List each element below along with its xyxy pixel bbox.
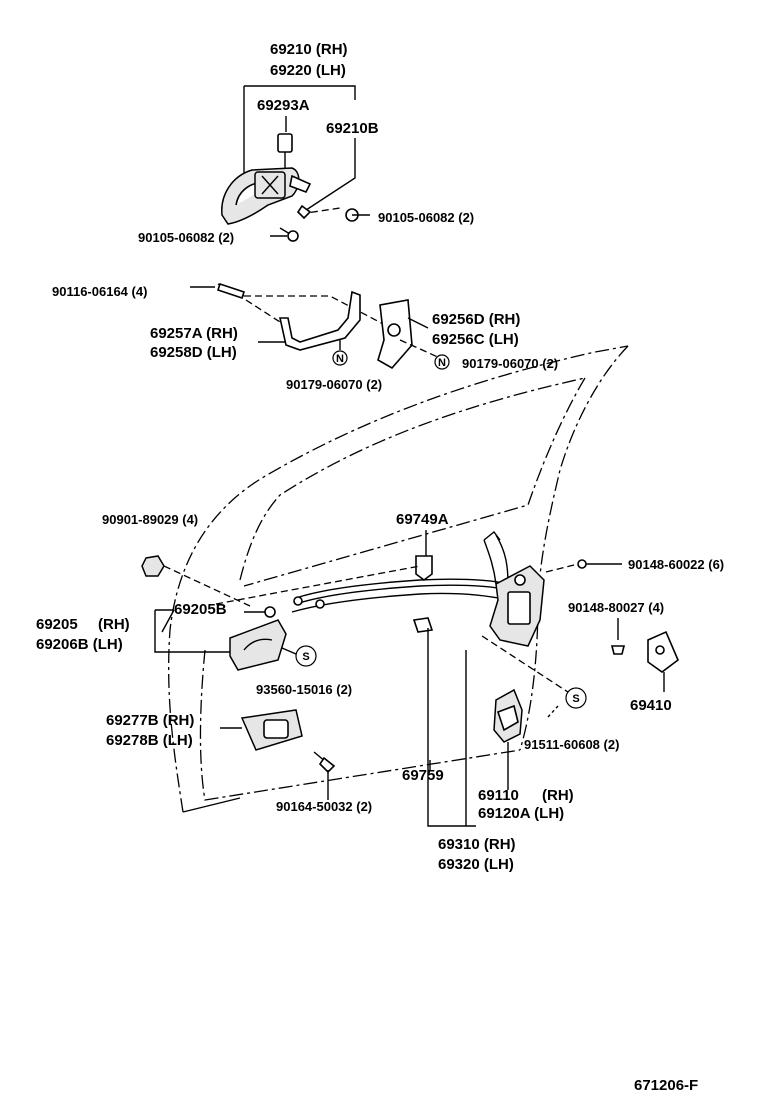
handle-rod-bracket xyxy=(190,283,450,370)
door-striker xyxy=(610,618,679,692)
label-69110: 69110 xyxy=(478,787,519,804)
outside-handle-assembly xyxy=(221,85,370,242)
inside-handle-bezel xyxy=(220,709,336,800)
screw-icon xyxy=(216,282,246,300)
label-93560: 93560-15016 (2) xyxy=(256,682,352,697)
label-90179-right: 90179-06070 (2) xyxy=(462,356,558,371)
label-90148-60022: 90148-60022 (6) xyxy=(628,557,724,572)
label-69277b-rh: 69277B (RH) xyxy=(106,712,194,729)
s-symbol-2: S xyxy=(572,693,579,705)
label-69258d-lh: 69258D (LH) xyxy=(150,344,237,361)
n-symbol-1: N xyxy=(336,353,344,365)
label-69120a-lh: 69120A (LH) xyxy=(478,805,564,822)
label-69205: 69205 xyxy=(36,616,78,633)
label-69210-rh: 69210 (RH) xyxy=(270,41,348,58)
label-90901: 90901-89029 (4) xyxy=(102,512,198,527)
label-90105-right: 90105-06082 (2) xyxy=(378,210,474,225)
lock-cylinder xyxy=(493,687,587,790)
label-69210b: 69210B xyxy=(326,120,379,137)
label-69256c-lh: 69256C (LH) xyxy=(432,331,519,348)
label-69278b-lh: 69278B (LH) xyxy=(106,732,193,749)
label-69749a: 69749A xyxy=(396,511,449,528)
label-69410: 69410 xyxy=(630,697,672,714)
label-69320-lh: 69320 (LH) xyxy=(438,856,514,873)
label-69310-rh: 69310 (RH) xyxy=(438,836,516,853)
label-69759: 69759 xyxy=(402,767,444,784)
nut-icon xyxy=(141,555,165,577)
label-90179-bottom: 90179-06070 (2) xyxy=(286,377,382,392)
label-69205b: 69205B xyxy=(174,601,227,618)
door-lock-assembly xyxy=(412,531,622,697)
label-69110-rh: (RH) xyxy=(542,787,574,804)
label-69206b-lh: 69206B (LH) xyxy=(36,636,123,653)
label-69220-lh: 69220 (LH) xyxy=(270,62,346,79)
part-labels: 69210 (RH) 69220 (LH) 69293A 69210B 9010… xyxy=(36,41,724,1094)
label-69257a-rh: 69257A (RH) xyxy=(150,325,238,342)
label-90105-left: 90105-06082 (2) xyxy=(138,230,234,245)
label-90164: 90164-50032 (2) xyxy=(276,799,372,814)
lock-rods xyxy=(163,530,511,613)
label-91511: 91511-60608 (2) xyxy=(524,737,619,752)
label-90116: 90116-06164 (4) xyxy=(52,284,147,299)
n-symbol-2: N xyxy=(438,357,446,369)
label-69256d-rh: 69256D (RH) xyxy=(432,311,520,328)
door-outline xyxy=(168,345,629,813)
label-69205-rh: (RH) xyxy=(98,616,130,633)
label-90148-80027: 90148-80027 (4) xyxy=(568,600,664,615)
figure-code: 671206-F xyxy=(634,1077,698,1094)
label-69293a: 69293A xyxy=(257,97,310,114)
s-symbol-1: S xyxy=(302,651,309,663)
inside-handle xyxy=(154,606,317,671)
